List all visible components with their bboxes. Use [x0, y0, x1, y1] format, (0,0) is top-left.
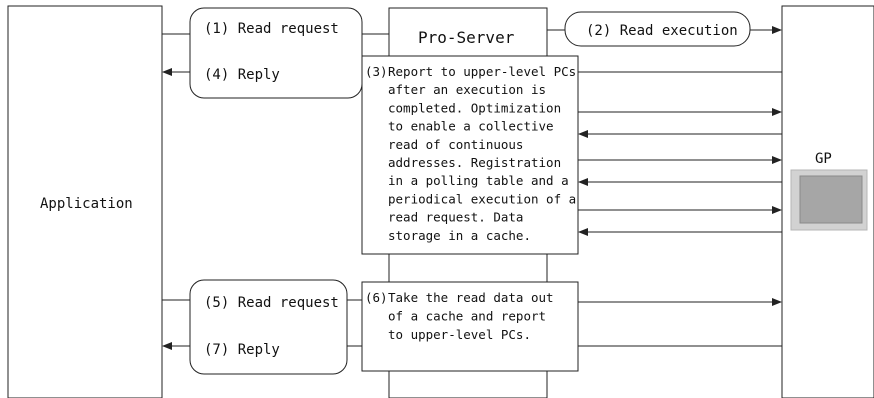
- step3-note-text: Report to upper-level PCs after an execut…: [388, 64, 576, 243]
- step2-label: (2) Read execution: [586, 23, 738, 39]
- step3-marker: (3): [365, 64, 388, 79]
- step1-label: (1) Read request: [204, 21, 339, 37]
- step6-note-box: [361, 281, 579, 372]
- note-line: in a polling table and a: [388, 173, 569, 188]
- gp-label: GP: [815, 151, 832, 167]
- step3-note-box: [361, 55, 579, 255]
- note-line: completed. Optimization: [388, 100, 561, 115]
- gp-device-icon: [790, 169, 868, 231]
- step6-note-text: Take the read data out of a cache and rep…: [388, 290, 554, 342]
- note-line: after an execution is: [388, 82, 546, 97]
- note-line: of a cache and report: [388, 309, 546, 324]
- note-line: storage in a cache.: [388, 228, 531, 243]
- step2-box: [564, 11, 751, 47]
- note-line: Report to upper-level PCs: [388, 64, 576, 79]
- step7-label: (7) Reply: [204, 342, 280, 358]
- step5-label: (5) Read request: [204, 295, 339, 311]
- step5-7-box: [189, 279, 348, 375]
- note-line: addresses. Registration: [388, 155, 561, 170]
- note-line: Take the read data out: [388, 290, 554, 305]
- server-label: Pro-Server: [418, 28, 515, 47]
- note-line: to enable a collective: [388, 119, 554, 134]
- note-line: read of continuous: [388, 137, 523, 152]
- application-box: [7, 5, 163, 398]
- step4-label: (4) Reply: [204, 67, 280, 83]
- step1-4-box: [189, 7, 363, 99]
- note-line: periodical execution of a: [388, 191, 576, 206]
- note-line: to upper-level PCs.: [388, 327, 531, 342]
- step6-marker: (6): [365, 290, 388, 305]
- application-label: Application: [40, 196, 133, 212]
- note-line: read request. Data: [388, 210, 523, 225]
